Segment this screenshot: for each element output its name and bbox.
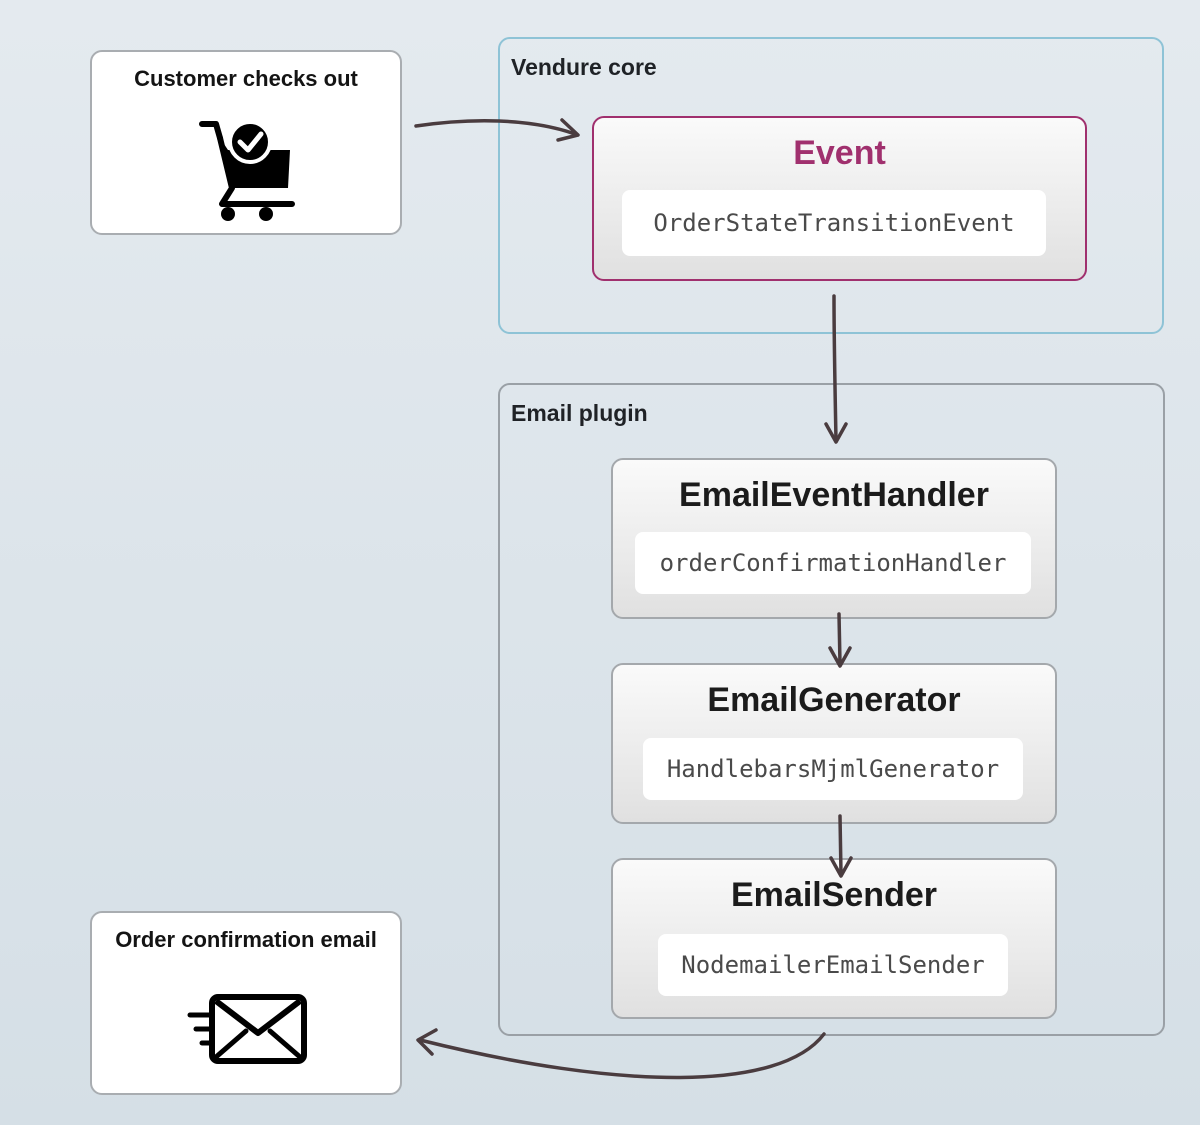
email-event-handler-code: orderConfirmationHandler: [635, 532, 1031, 594]
email-plugin-label: Email plugin: [511, 400, 648, 426]
shopping-cart-check-icon: [199, 120, 295, 221]
order-confirmation-email-box: Order confirmation email: [90, 911, 402, 1095]
event-node-code: OrderStateTransitionEvent: [622, 190, 1046, 256]
email-generator-code: HandlebarsMjmlGenerator: [643, 738, 1023, 800]
arrow-sender-to-email: [418, 1032, 826, 1080]
order-confirmation-email-title: Order confirmation email: [115, 927, 377, 952]
email-sender-node: EmailSender NodemailerEmailSender: [611, 858, 1057, 1019]
envelope-fast-icon: [187, 994, 307, 1064]
email-sender-title: EmailSender: [731, 876, 937, 914]
vendure-core-label: Vendure core: [511, 54, 657, 80]
email-event-handler-node: EmailEventHandler orderConfirmationHandl…: [611, 458, 1057, 619]
email-generator-title: EmailGenerator: [707, 681, 961, 719]
email-sender-code: NodemailerEmailSender: [658, 934, 1008, 996]
arrow-sender-to-email-head: [416, 1028, 438, 1056]
customer-checkout-title: Customer checks out: [134, 66, 358, 91]
vendure-core-group: Vendure core: [498, 37, 1164, 334]
email-plugin-group: Email plugin: [498, 383, 1165, 1036]
event-node: Event OrderStateTransitionEvent: [592, 116, 1087, 281]
event-node-title: Event: [793, 134, 886, 172]
email-generator-node: EmailGenerator HandlebarsMjmlGenerator: [611, 663, 1057, 824]
email-event-handler-title: EmailEventHandler: [679, 476, 989, 514]
customer-checkout-box: Customer checks out: [90, 50, 402, 235]
